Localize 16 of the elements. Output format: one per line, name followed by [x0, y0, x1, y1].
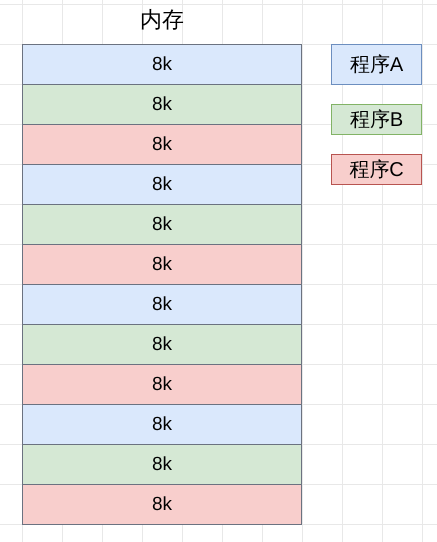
memory-block: 8k	[22, 404, 302, 445]
legend-entry: 程序C	[331, 154, 422, 185]
memory-block: 8k	[22, 244, 302, 285]
memory-block: 8k	[22, 84, 302, 125]
memory-block: 8k	[22, 284, 302, 325]
legend-entry: 程序B	[331, 104, 422, 135]
legend-entry: 程序A	[331, 44, 422, 85]
diagram-title: 内存	[139, 7, 185, 33]
memory-block: 8k	[22, 124, 302, 165]
memory-block: 8k	[22, 444, 302, 485]
memory-block: 8k	[22, 164, 302, 205]
memory-block: 8k	[22, 364, 302, 405]
memory-block: 8k	[22, 204, 302, 245]
memory-block: 8k	[22, 324, 302, 365]
memory-block: 8k	[22, 44, 302, 85]
memory-block: 8k	[22, 484, 302, 525]
